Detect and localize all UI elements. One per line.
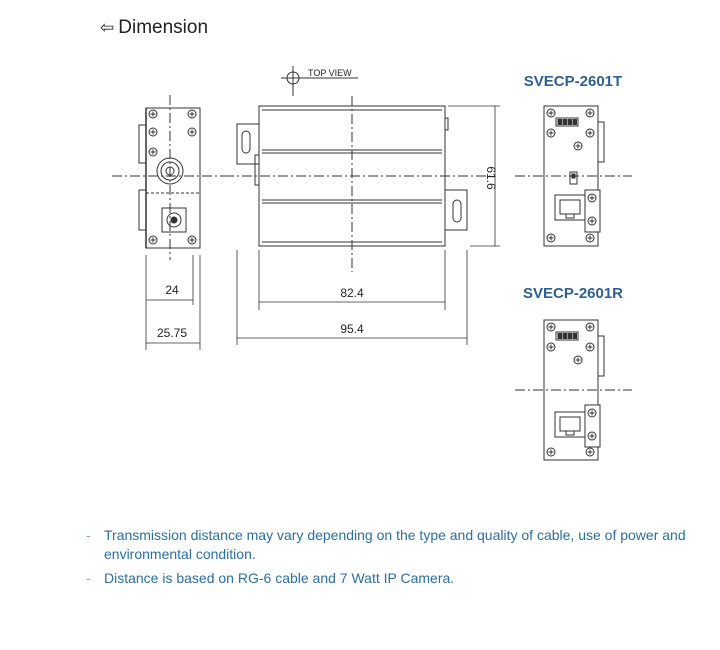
note-text: Distance is based on RG-6 cable and 7 Wa… — [104, 570, 455, 586]
back-arrow-icon: ⇦ — [100, 18, 115, 37]
note-item: - Distance is based on RG-6 cable and 7 … — [86, 569, 686, 588]
side-view-flange-top — [138, 124, 147, 164]
transmitter-view — [515, 105, 632, 247]
dim-95-4: 95.4 — [340, 322, 364, 336]
section-title: Dimension — [118, 17, 209, 38]
dim-25-75: 25.75 — [157, 326, 187, 340]
model-label-receiver: SVECP-2601R — [523, 285, 623, 302]
ethernet-port-icon — [554, 411, 586, 438]
note-text: Transmission distance may vary depending… — [104, 527, 686, 562]
dip-switch-icon — [569, 171, 578, 185]
note-bullet: - — [86, 570, 91, 586]
led-indicator-icon — [555, 331, 579, 341]
note-item: - Transmission distance may vary dependi… — [86, 526, 686, 564]
ethernet-port-icon — [554, 194, 586, 221]
side-dimensions — [145, 255, 201, 350]
note-bullet: - — [86, 527, 91, 543]
receiver-body — [543, 319, 599, 461]
top-dimensions — [236, 105, 500, 345]
led-indicator-icon — [555, 117, 579, 127]
mount-tab-right — [444, 189, 468, 231]
side-view — [112, 95, 230, 260]
top-view-icon — [281, 66, 358, 96]
notes-list: - Transmission distance may vary dependi… — [86, 526, 686, 593]
section-heading: ⇦ Dimension — [100, 17, 208, 39]
power-jack-icon — [161, 207, 187, 233]
receiver-view — [515, 319, 632, 461]
dim-82-4: 82.4 — [340, 286, 364, 300]
top-view — [224, 96, 490, 272]
mount-tab-left — [236, 123, 260, 165]
model-label-transmitter: SVECP-2601T — [524, 73, 622, 90]
dimension-drawing: 24 25.75 TOP VIEW — [112, 66, 632, 461]
side-view-flange-bottom — [138, 189, 147, 231]
transmitter-body — [543, 105, 599, 247]
top-view-label: TOP VIEW — [308, 68, 352, 78]
dim-24: 24 — [165, 283, 179, 297]
dim-61-6: 61.6 — [484, 166, 498, 190]
